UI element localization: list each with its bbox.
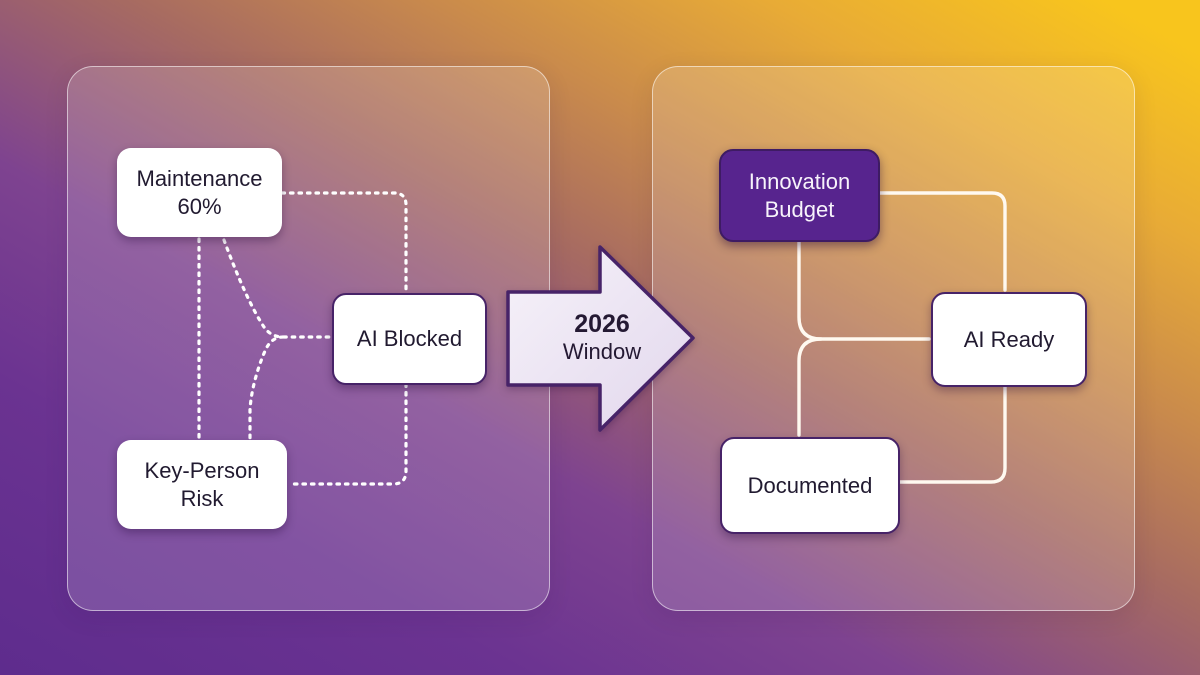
node-label-line: AI Blocked	[356, 326, 463, 352]
arrow-right-icon	[506, 245, 695, 432]
node-label-line: Risk	[180, 485, 224, 511]
node-documented: Documented	[720, 437, 900, 534]
node-key-person: Key-Person Risk	[117, 440, 287, 529]
node-ai-blocked: AI Blocked	[332, 293, 487, 385]
node-label-line: Innovation	[748, 168, 851, 194]
node-label-line: Maintenance	[136, 165, 263, 191]
node-label-line: Documented	[747, 472, 873, 498]
node-label-line: Key-Person	[144, 457, 260, 483]
node-label-line: 60%	[177, 193, 222, 219]
node-label-line: AI Ready	[963, 326, 1055, 352]
node-maintenance: Maintenance 60%	[117, 148, 282, 237]
arrow-shape	[506, 245, 695, 432]
node-label-line: Budget	[764, 196, 835, 222]
node-innovation-budget: Innovation Budget	[719, 149, 880, 242]
node-ai-ready: AI Ready	[931, 292, 1087, 387]
